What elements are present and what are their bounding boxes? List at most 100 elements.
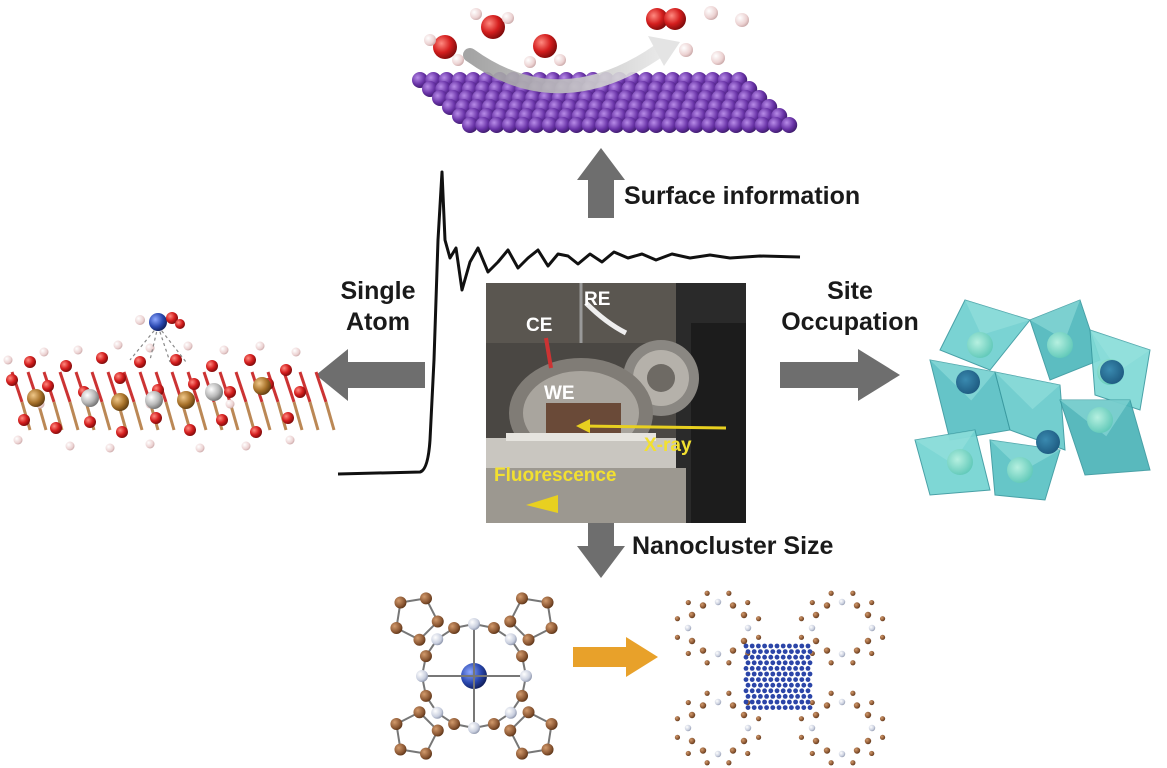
framework-atom bbox=[699, 602, 707, 609]
framework-atom bbox=[812, 711, 820, 719]
cluster-atom bbox=[799, 643, 805, 649]
hydrogen-atom bbox=[39, 347, 49, 357]
framework-atom bbox=[869, 750, 875, 757]
ring-atom bbox=[416, 670, 428, 682]
framework-atom bbox=[740, 611, 748, 619]
framework-atom bbox=[868, 724, 876, 732]
label-single-atom: Single Atom bbox=[318, 276, 438, 338]
framework-atom bbox=[853, 602, 861, 609]
cluster-atom bbox=[780, 666, 786, 671]
cluster-atom bbox=[795, 660, 800, 666]
cluster-atom bbox=[774, 643, 780, 649]
slab-atom bbox=[621, 117, 638, 133]
cluster-atom bbox=[795, 682, 800, 688]
cation-sphere bbox=[1100, 360, 1124, 384]
carbon-atom bbox=[390, 717, 403, 730]
hydrogen-atom bbox=[241, 441, 251, 451]
cluster-atom bbox=[774, 688, 780, 694]
oxygen-atom bbox=[250, 426, 262, 438]
carbon-atom bbox=[390, 622, 403, 635]
hydrogen-atom bbox=[135, 315, 145, 325]
framework-atom bbox=[714, 750, 722, 758]
framework-atom bbox=[729, 747, 737, 754]
oxygen-atom bbox=[244, 354, 256, 366]
framework-atom bbox=[864, 711, 872, 719]
cluster-atom bbox=[774, 666, 780, 671]
slab-atom bbox=[634, 117, 651, 133]
framework-atom bbox=[828, 690, 834, 696]
carbon-atom bbox=[515, 747, 528, 760]
ring-atom bbox=[468, 722, 480, 734]
slab-atom bbox=[581, 117, 598, 133]
cluster-atom bbox=[745, 660, 751, 666]
cluster-atom bbox=[787, 699, 792, 705]
cluster-atom bbox=[801, 705, 807, 710]
oxygen-molecule bbox=[646, 8, 686, 30]
framework-atom bbox=[704, 760, 710, 766]
single-metal-atom bbox=[149, 313, 167, 331]
cluster-atom bbox=[789, 682, 794, 688]
cluster-atom bbox=[793, 677, 798, 682]
oxygen-atom bbox=[175, 319, 185, 329]
framework-atom bbox=[808, 624, 816, 632]
framework-atom bbox=[864, 637, 872, 645]
bond bbox=[324, 401, 336, 431]
framework-atom bbox=[740, 711, 748, 719]
cation-sphere bbox=[1036, 430, 1060, 454]
cluster-atom bbox=[780, 699, 786, 705]
framework-atom bbox=[879, 634, 886, 640]
cluster-atom bbox=[795, 705, 800, 710]
cluster-atom bbox=[782, 705, 788, 710]
cluster-atom bbox=[799, 688, 805, 694]
framework-atom bbox=[823, 647, 831, 654]
hydrogen-atom bbox=[255, 341, 265, 351]
cluster-atom bbox=[756, 688, 761, 694]
hydrogen-atom bbox=[3, 355, 13, 365]
cluster-atom bbox=[749, 699, 755, 705]
framework-atom bbox=[823, 602, 831, 609]
cluster-atom bbox=[762, 666, 767, 671]
framework-atom bbox=[729, 702, 737, 709]
cluster-atom bbox=[807, 694, 813, 699]
ring-atom bbox=[431, 706, 444, 719]
carbon-atom bbox=[515, 592, 528, 605]
oxygen-atom bbox=[114, 372, 126, 384]
bond bbox=[90, 371, 104, 403]
cluster-atom bbox=[787, 654, 792, 660]
polyhedron-facet bbox=[965, 300, 1030, 335]
framework-atom bbox=[674, 734, 681, 740]
cluster-atom bbox=[793, 699, 798, 705]
oxygen-atom bbox=[50, 422, 62, 434]
carbon-atom bbox=[420, 747, 433, 760]
bond bbox=[282, 371, 296, 403]
cluster-atom bbox=[782, 682, 788, 688]
oxygen-atom bbox=[24, 356, 36, 368]
hydrogen-atom bbox=[704, 6, 718, 20]
framework-atom bbox=[809, 750, 815, 757]
water-molecule bbox=[524, 34, 566, 68]
carbon-atom bbox=[431, 615, 444, 628]
cluster-atom bbox=[756, 654, 761, 660]
carbon-atom bbox=[394, 596, 407, 609]
cluster-atom bbox=[751, 694, 757, 699]
hydrogen-atom bbox=[113, 340, 123, 350]
cluster-atom bbox=[793, 688, 798, 694]
oxygen-atom bbox=[170, 354, 182, 366]
cluster-atom bbox=[799, 654, 805, 660]
slab-atom bbox=[528, 117, 545, 133]
cluster-atom bbox=[795, 694, 800, 699]
hydrogen-atom bbox=[145, 439, 155, 449]
bond bbox=[234, 371, 248, 403]
framework-atom bbox=[850, 690, 856, 696]
framework-atom bbox=[812, 611, 820, 619]
bond bbox=[132, 401, 144, 431]
framework-atom bbox=[838, 598, 846, 606]
cluster-atom bbox=[807, 705, 813, 710]
water-molecule bbox=[424, 34, 464, 66]
framework-atom bbox=[726, 590, 732, 596]
slab-atom bbox=[741, 117, 758, 133]
cluster-atom bbox=[768, 699, 774, 705]
cluster-atom bbox=[787, 688, 792, 694]
framework-atom bbox=[685, 699, 691, 706]
